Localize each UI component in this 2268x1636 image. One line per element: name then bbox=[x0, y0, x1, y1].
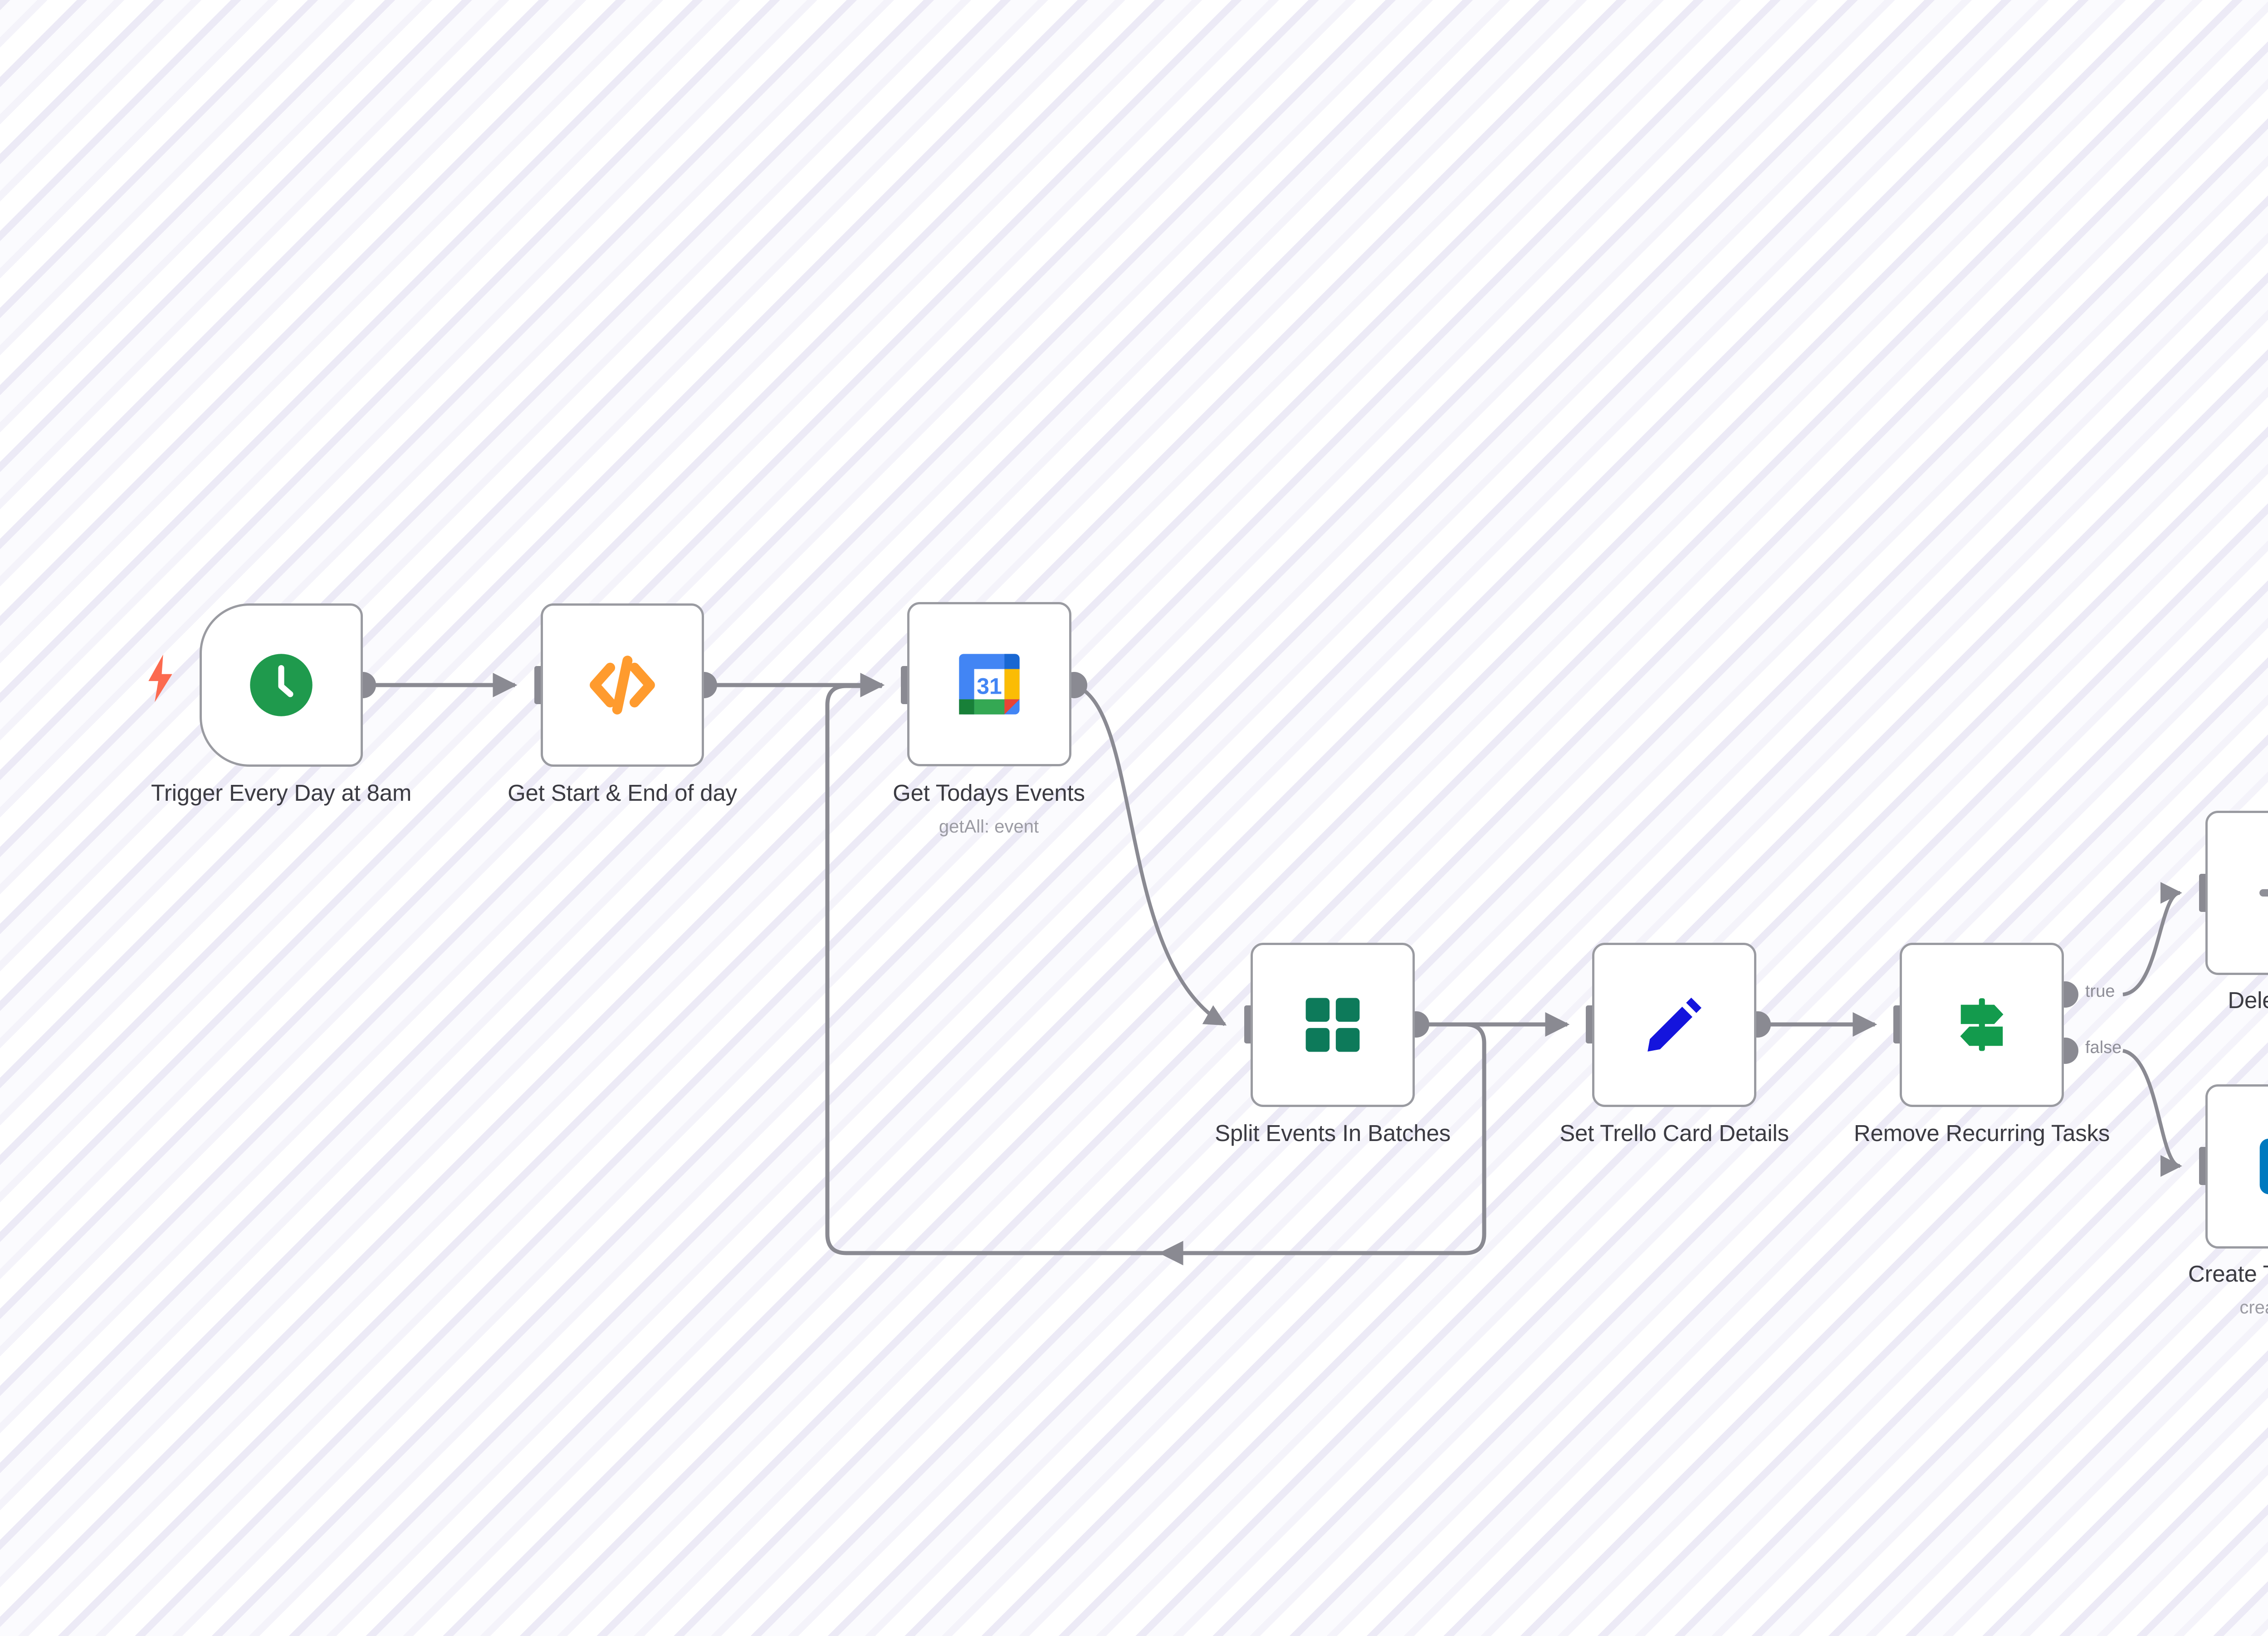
node-get-start-end-of-day[interactable] bbox=[541, 603, 704, 767]
node-label-gcal: Get Todays Events bbox=[893, 780, 1085, 806]
pencil-icon bbox=[1640, 991, 1708, 1059]
node-label-noop: Delete Task bbox=[2228, 987, 2268, 1013]
split-batches-icon bbox=[1299, 991, 1367, 1059]
node-label-trello: Create Trello Cards bbox=[2188, 1261, 2268, 1287]
code-icon bbox=[584, 647, 661, 724]
node-split-events-in-batches[interactable] bbox=[1251, 943, 1415, 1107]
node-trigger-every-day-at-8am[interactable] bbox=[200, 603, 363, 767]
node-get-todays-events[interactable]: 31 bbox=[907, 602, 1071, 766]
port-label-true: true bbox=[2085, 982, 2115, 1001]
node-create-trello-cards[interactable] bbox=[2205, 1084, 2268, 1249]
input-ports bbox=[534, 666, 2211, 1185]
svg-text:31: 31 bbox=[977, 674, 1002, 699]
edge-if-false-to-trello bbox=[2122, 1049, 2182, 1177]
clock-icon bbox=[247, 651, 315, 719]
node-label-trigger: Trigger Every Day at 8am bbox=[151, 780, 412, 806]
trello-icon bbox=[2253, 1132, 2268, 1200]
signpost-icon bbox=[1948, 991, 2016, 1059]
node-label-set: Set Trello Card Details bbox=[1559, 1120, 1789, 1146]
node-remove-recurring-tasks[interactable] bbox=[1900, 943, 2064, 1107]
node-label-code: Get Start & End of day bbox=[508, 780, 737, 806]
node-sublabel-gcal: getAll: event bbox=[938, 817, 1039, 837]
port-label-false: false bbox=[2085, 1038, 2122, 1057]
node-set-trello-card-details[interactable] bbox=[1592, 943, 1756, 1107]
lightning-bolt-icon bbox=[144, 653, 178, 705]
node-delete-task[interactable] bbox=[2205, 811, 2268, 975]
google-calendar-icon: 31 bbox=[953, 648, 1026, 720]
node-sublabel-trello: create: card bbox=[2239, 1298, 2268, 1318]
node-label-if: Remove Recurring Tasks bbox=[1853, 1120, 2110, 1146]
edge-if-true-to-noop bbox=[2122, 882, 2182, 996]
arrow-right-icon bbox=[2253, 859, 2268, 927]
edge-gcal-to-split bbox=[1073, 683, 1227, 1026]
